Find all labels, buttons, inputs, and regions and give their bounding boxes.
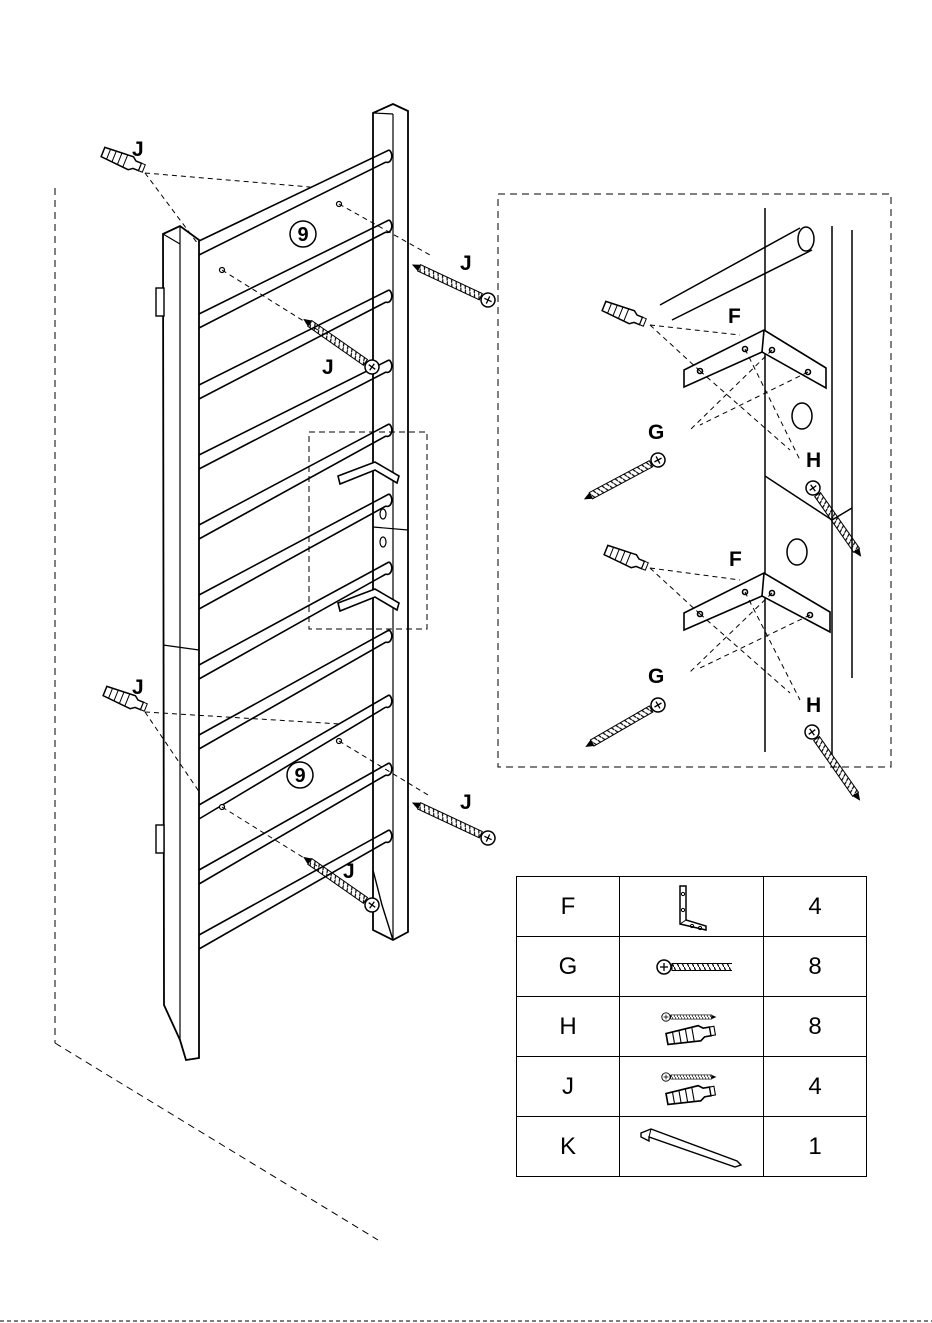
detail-view: F F G G H H [498, 194, 891, 805]
part-image [620, 1057, 764, 1117]
label-j-1: J [132, 138, 144, 161]
part-image [620, 937, 764, 997]
svg-text:G: G [648, 421, 664, 444]
table-row: H 8 [517, 997, 867, 1057]
part-quantity: 8 [764, 997, 867, 1057]
label-j-2: J [460, 252, 472, 275]
detail-bracket-lower [684, 573, 830, 632]
svg-text:H: H [806, 449, 821, 472]
part-code: K [517, 1117, 620, 1177]
part-code: F [517, 877, 620, 937]
screw-lower-right [409, 796, 497, 847]
svg-text:F: F [728, 305, 741, 328]
parts-list-table: F 4 G 8 H 8 [516, 876, 867, 1177]
wood-screw-icon [652, 952, 732, 982]
part-image [620, 877, 764, 937]
part-quantity: 4 [764, 1057, 867, 1117]
part-quantity: 8 [764, 937, 867, 997]
part-code: H [517, 997, 620, 1057]
svg-text:F: F [729, 548, 742, 571]
table-row: K 1 [517, 1117, 867, 1177]
rungs [199, 150, 392, 949]
svg-text:9: 9 [297, 224, 308, 246]
hex-key-icon [637, 1125, 747, 1169]
wall-outline [55, 188, 378, 1240]
table-row: F 4 [517, 877, 867, 937]
svg-text:H: H [806, 694, 821, 717]
detail-bracket-upper [684, 330, 826, 388]
label-j-5: J [460, 791, 472, 814]
part-code: G [517, 937, 620, 997]
label-j-6: J [343, 860, 355, 883]
angle-bracket-icon [662, 882, 722, 932]
panel-number-lower: 9 [287, 762, 313, 788]
label-j-3: J [322, 356, 334, 379]
table-row: J 4 [517, 1057, 867, 1117]
screw-upper-right [409, 258, 497, 309]
panel-number-upper: 9 [290, 221, 316, 247]
table-row: G 8 [517, 937, 867, 997]
svg-text:G: G [648, 665, 664, 688]
wall-bars [156, 104, 408, 1060]
svg-text:9: 9 [294, 765, 305, 787]
part-quantity: 1 [764, 1117, 867, 1177]
screw-upper-mid [299, 313, 382, 377]
part-quantity: 4 [764, 877, 867, 937]
screw-and-wall-plug-icon [657, 1065, 727, 1109]
screw-lower-mid [299, 851, 382, 915]
part-image [620, 997, 764, 1057]
part-image [620, 1117, 764, 1177]
screw-and-wall-plug-icon [657, 1005, 727, 1049]
part-code: J [517, 1057, 620, 1117]
label-j-4: J [132, 676, 144, 699]
